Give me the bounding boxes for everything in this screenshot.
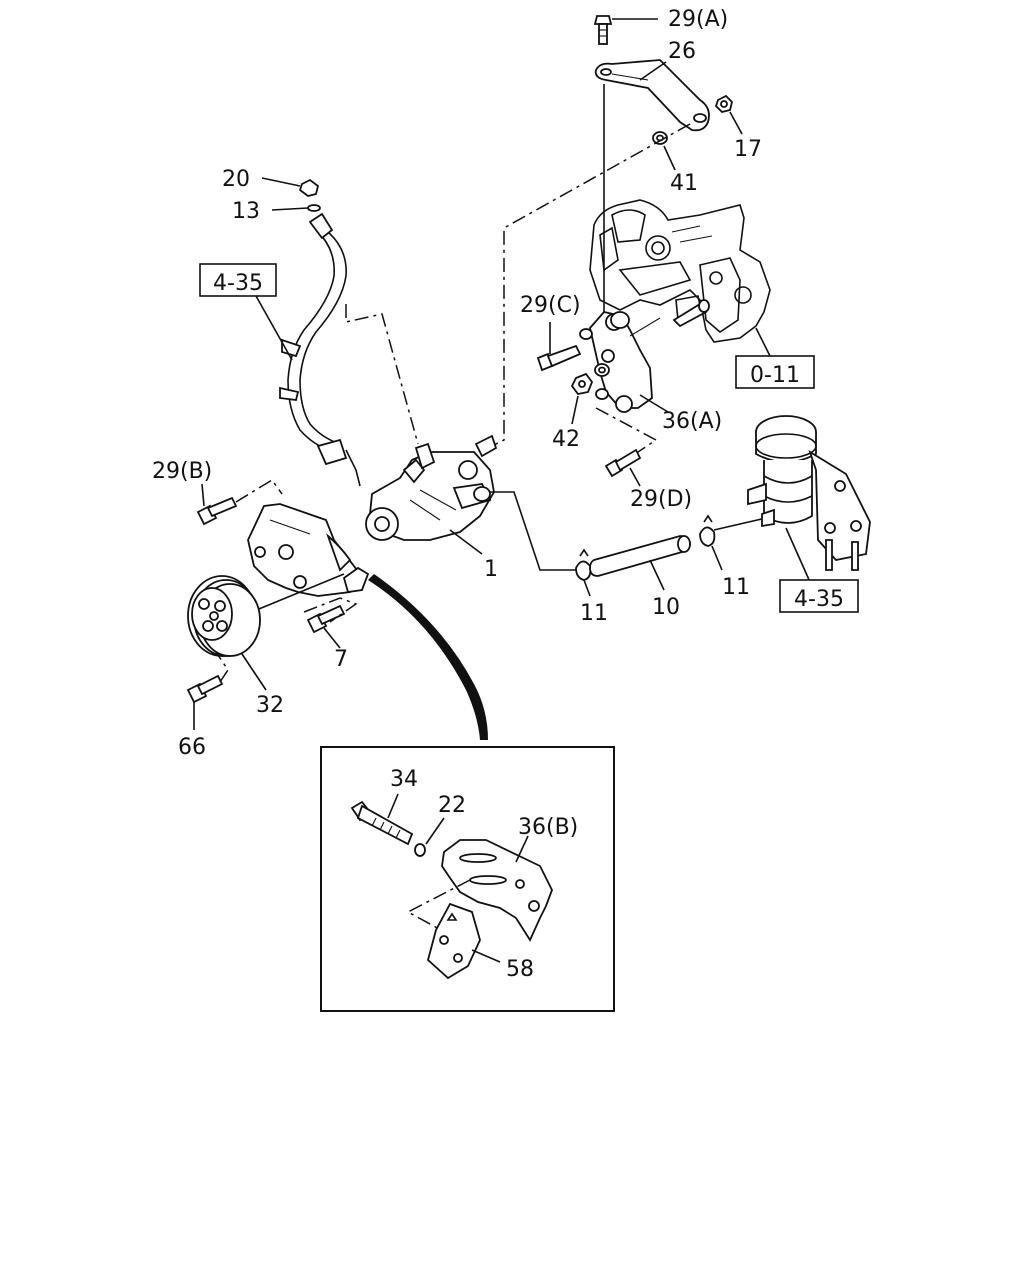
- pulley-32: [187, 575, 261, 657]
- washer-bracket: [579, 328, 593, 340]
- label-7: 7: [334, 647, 348, 672]
- label-26: 26: [668, 39, 696, 64]
- pump-bracket: [247, 503, 362, 597]
- washer-22: [414, 843, 426, 857]
- label-42: 42: [552, 427, 580, 452]
- nut-20: [298, 178, 320, 197]
- bracket-36b: [441, 839, 553, 942]
- stud-bracket: [672, 299, 710, 328]
- label-58: 58: [506, 957, 534, 982]
- label-1: 1: [484, 557, 498, 582]
- ref-hose-label: 4-35: [213, 271, 263, 296]
- label-11-right: 11: [722, 575, 750, 600]
- bracket-26: [594, 59, 710, 132]
- label-66: 66: [178, 735, 206, 760]
- label-41: 41: [670, 171, 698, 196]
- label-10: 10: [652, 595, 680, 620]
- bracket-36a: [589, 311, 661, 413]
- label-32: 32: [256, 693, 284, 718]
- label-29b: 29(B): [152, 459, 212, 484]
- bolt-7: [306, 604, 346, 634]
- washer-13: [307, 204, 321, 212]
- ref-box-hose[interactable]: 4-35: [199, 263, 277, 297]
- bolt-29c: [536, 344, 582, 372]
- ref-box-reservoir[interactable]: 4-35: [779, 579, 859, 613]
- label-20: 20: [222, 167, 250, 192]
- label-22: 22: [438, 793, 466, 818]
- label-29c: 29(C): [520, 293, 581, 318]
- label-29a: 29(A): [668, 7, 728, 32]
- return-hose-10: [589, 535, 691, 577]
- nut-17: [714, 94, 733, 113]
- label-34: 34: [390, 767, 418, 792]
- power-steering-pump: [365, 434, 498, 541]
- bolt-29b: [196, 496, 238, 526]
- detail-arrow: [368, 574, 488, 740]
- plate-58: [426, 902, 481, 980]
- label-36b: 36(B): [518, 815, 578, 840]
- clamp-11-left: [575, 548, 592, 581]
- bolt-66: [186, 674, 224, 704]
- nut-42: [570, 372, 594, 395]
- label-36a: 36(A): [662, 409, 722, 434]
- clamp-11-right: [699, 514, 716, 547]
- washer-42: [594, 363, 610, 377]
- label-13: 13: [232, 199, 260, 224]
- bolt-29a: [593, 15, 613, 45]
- washer-36a: [595, 388, 609, 400]
- fluid-reservoir: [747, 415, 871, 571]
- bolt-34: [350, 800, 414, 846]
- spacer-plate: [342, 566, 370, 594]
- ref-engine-label: 0-11: [750, 363, 800, 388]
- label-17: 17: [734, 137, 762, 162]
- pressure-hose: [279, 212, 361, 487]
- label-29d: 29(D): [630, 487, 692, 512]
- label-11-left: 11: [580, 601, 608, 626]
- ref-box-engine[interactable]: 0-11: [735, 355, 815, 389]
- bolt-29d: [604, 448, 642, 478]
- ref-reservoir-label: 4-35: [794, 587, 844, 612]
